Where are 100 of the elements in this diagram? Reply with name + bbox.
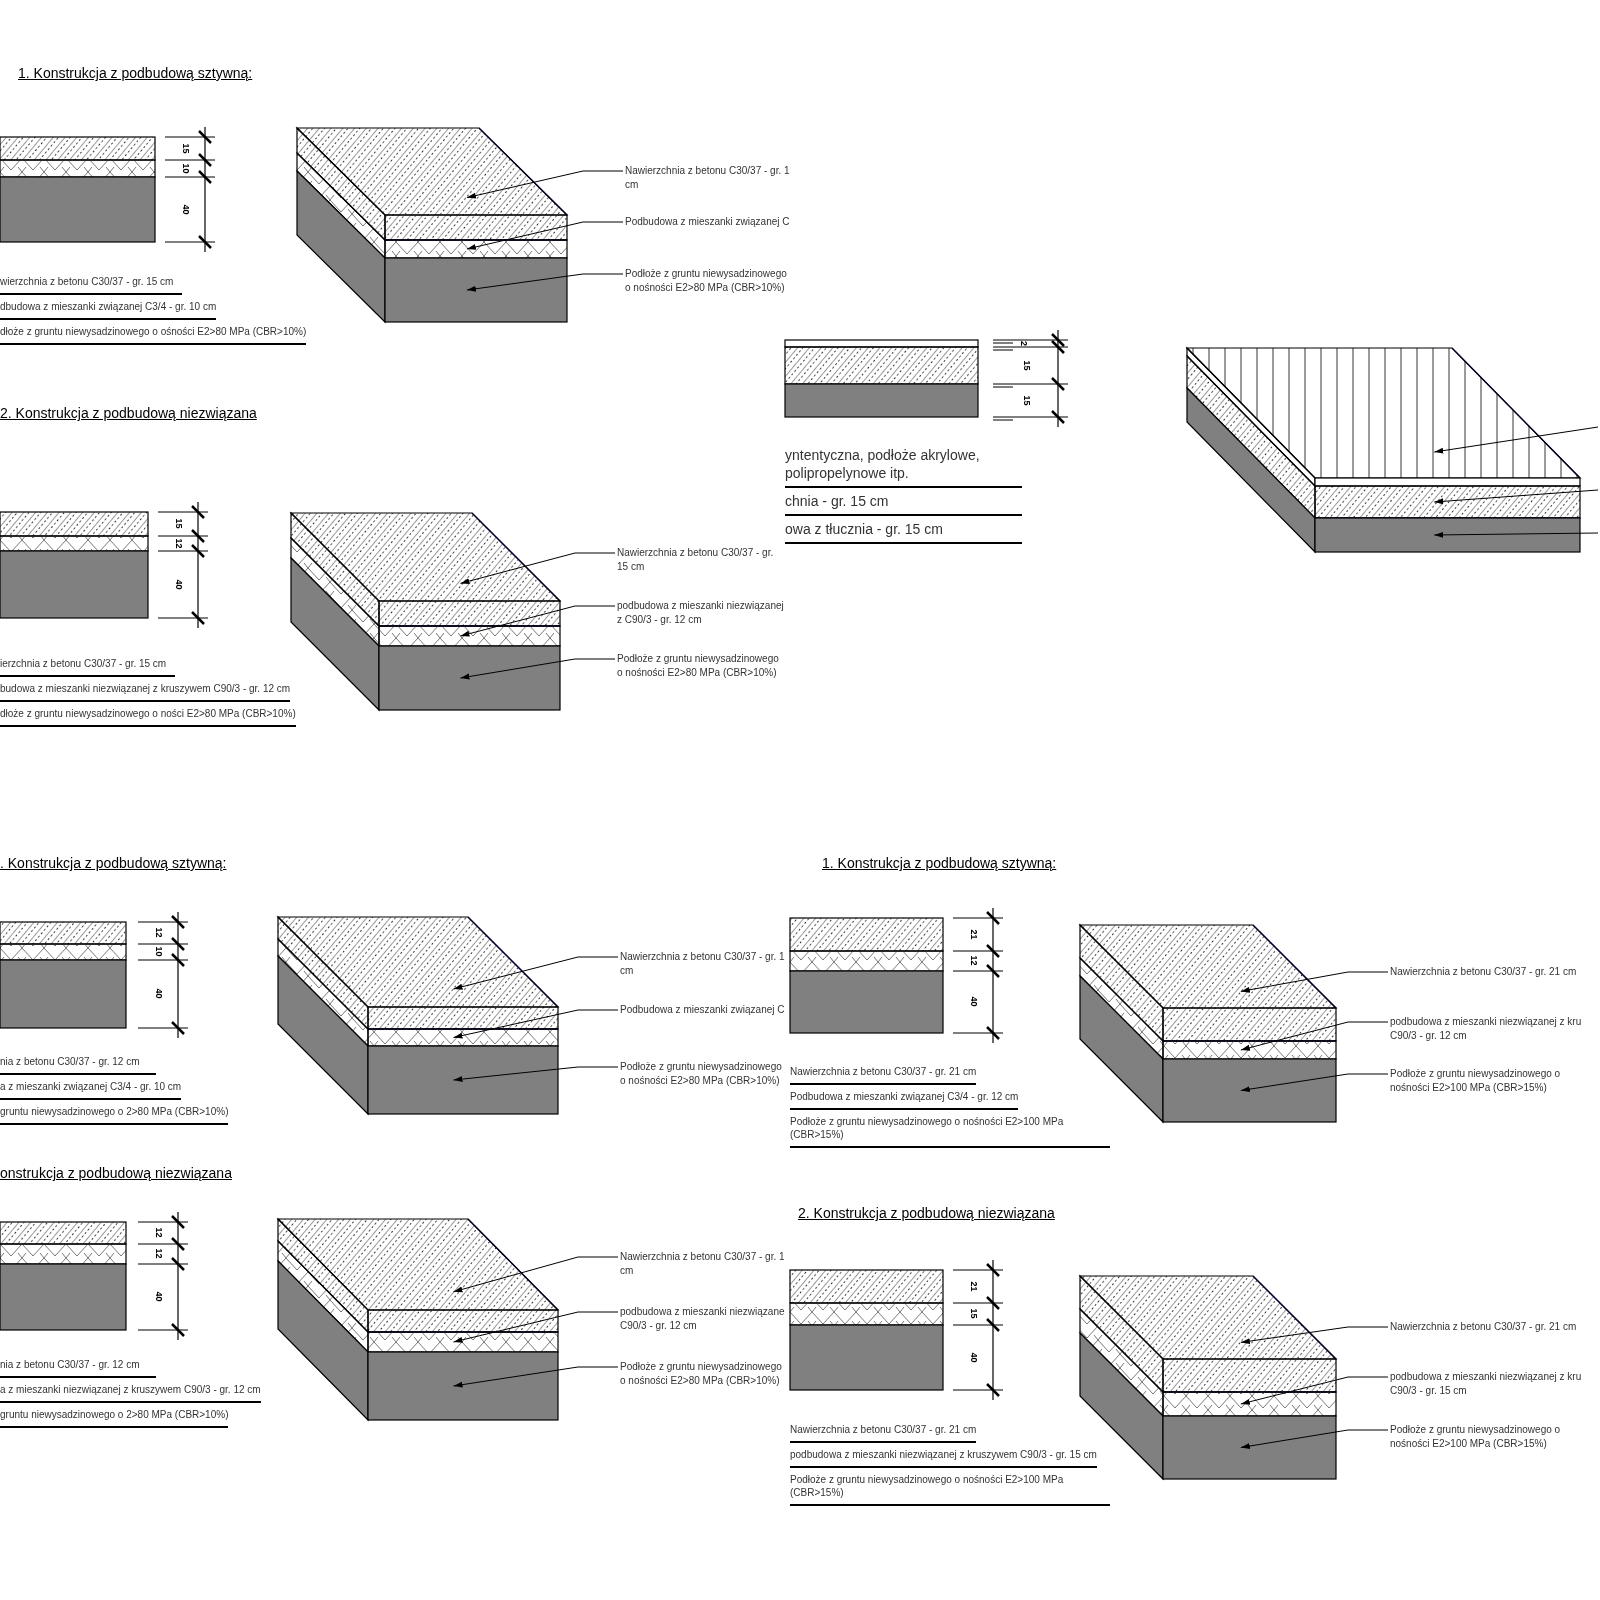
base-layer (1162, 1040, 1337, 1060)
concrete-surface-layer (1078, 924, 1338, 1042)
leader-line (1240, 1073, 1389, 1093)
layer-description: owa z tłucznia - gr. 15 cm (785, 516, 1022, 544)
layer-description: chnia - gr. 15 cm (785, 488, 1022, 516)
leader-line (1240, 1021, 1389, 1051)
layer-description: yntentyczna, podłoże akrylowe, polipropelynowe itp. (785, 442, 1022, 488)
leader-line (1240, 1326, 1389, 1345)
layer-description: dłoże z gruntu niewysadzinowego o ośności E2>80 MPa (CBR>10%) (0, 320, 307, 345)
layer-description: dłoże z gruntu niewysadzinowego o ności E2>80 MPa (CBR>10%) (0, 702, 296, 727)
layer-description: nia z betonu C30/37 - gr. 12 cm (0, 1050, 156, 1075)
layer-description: ierzchnia z betonu C30/37 - gr. 15 cm (0, 652, 175, 677)
layer-description: a z mieszanki związanej C3/4 - gr. 10 cm (0, 1075, 182, 1100)
leader-line (1240, 1429, 1389, 1449)
layer-description: Podbudowa z mieszanki związanej C3/4 - gr. 12 cm (790, 1085, 1019, 1110)
section-heading: 2. Konstrukcja z podbudową niezwiązana (798, 1204, 1055, 1223)
dimension-value: 10 (180, 163, 190, 173)
leader-line (1240, 971, 1389, 993)
callout-label: Nawierzchnia z betonu C30/37 - gr. 21 cm (1390, 965, 1595, 979)
dimension-value: 40 (968, 1352, 978, 1362)
base-layer (1162, 1391, 1337, 1417)
layer-description: wierzchnia z betonu C30/37 - gr. 15 cm (0, 270, 182, 295)
callout-label: Podłoże z gruntu niewysadzinowego o nośności E2>100 MPa (CBR>15%) (1390, 1067, 1595, 1095)
dimension-value: 40 (153, 1291, 163, 1302)
leader-line (453, 1256, 619, 1293)
layer-description: dbudowa z mieszanki związanej C3/4 - gr. 10 cm (0, 295, 217, 320)
concrete-surface-layer (289, 512, 562, 627)
section-heading: onstrukcja z podbudową niezwiązana (0, 1164, 232, 1183)
dimension-value: 12 (153, 1227, 163, 1238)
base-layer (378, 625, 561, 647)
callout-label: Podbudowa z mieszanki związanej C (620, 1003, 785, 1017)
concrete-surface-layer (1078, 1275, 1338, 1393)
concrete-layer (1314, 485, 1581, 519)
leader-line (459, 552, 616, 584)
leader-line (1433, 489, 1599, 505)
concrete-surface-layer (295, 127, 569, 241)
dimension-value: 10 (153, 946, 163, 957)
subgrade-layer (367, 1351, 559, 1421)
dimension-value: 40 (180, 204, 190, 214)
concrete-surface-layer (276, 916, 560, 1030)
crushed-stone-layer (1314, 517, 1581, 553)
dimension-value: 40 (153, 988, 163, 999)
subgrade-layer (378, 645, 561, 711)
layer-description: a z mieszanki niezwiązanej z kruszywem C90/3 - gr. 12 cm (0, 1378, 261, 1403)
subgrade-layer (1162, 1058, 1337, 1123)
section-heading: . Konstrukcja z podbudową sztywną: (0, 854, 227, 873)
layer-description: Podłoże z gruntu niewysadzinowego o nośności E2>100 MPa (CBR>15%) (790, 1110, 1110, 1148)
leader-line (466, 273, 624, 292)
layer-description: podbudowa z mieszanki niezwiązanej z kruszywem C90/3 - gr. 15 cm (790, 1443, 1097, 1468)
callout-label: Podłoże z gruntu niewysadzinowego o nośności E2>80 MPa (CBR>10%) (620, 1060, 785, 1088)
leader-line (453, 1066, 619, 1083)
layer-description: gruntu niewysadzinowego o 2>80 MPa (CBR>10%) (0, 1403, 229, 1428)
callout-label: Nawierzchnia z betonu C30/37 - gr. 15 cm (617, 546, 787, 574)
leader-line (466, 221, 624, 250)
callout-label: podbudowa z mieszanki niezwiązanej z kru C90/3 - gr. 15 cm (1390, 1370, 1595, 1398)
base-layer (384, 239, 568, 259)
dimension-value: 15 (173, 518, 183, 529)
leader-line (459, 658, 616, 680)
subgrade-layer (1162, 1415, 1337, 1480)
dimension-value: 12 (153, 927, 163, 938)
callout-label: podbudowa z mieszanki niezwiązanej z kru C90/3 - gr. 12 cm (1390, 1015, 1595, 1043)
layer-description: nia z betonu C30/37 - gr. 12 cm (0, 1353, 156, 1378)
subgrade-layer (367, 1045, 559, 1115)
callout-label: Nawierzchnia z betonu C30/37 - gr. 21 cm (1390, 1320, 1595, 1334)
leader-line (453, 956, 619, 990)
leader-line (1433, 531, 1599, 538)
callout-label: Podłoże z gruntu niewysadzinowego o nośności E2>80 MPa (CBR>10%) (625, 267, 790, 295)
dimension-value: 15 (968, 1308, 978, 1319)
dimension-value: 2 (1018, 340, 1028, 346)
dimension-value: 21 (968, 1281, 978, 1291)
section-heading: 1. Konstrukcja z podbudową sztywną: (18, 64, 253, 83)
callout-label: Nawierzchnia z betonu C30/37 - gr. 1 cm (625, 164, 790, 192)
callout-label: Podbudowa z mieszanki związanej C (625, 215, 790, 229)
callout-label: Podłoże z gruntu niewysadzinowego o nośności E2>80 MPa (CBR>10%) (617, 652, 787, 680)
dimension-value: 40 (173, 579, 183, 589)
leader-line (466, 170, 624, 199)
leader-line (453, 1009, 619, 1039)
base-layer (367, 1331, 559, 1353)
dimension-value: 12 (153, 1248, 163, 1259)
dimension-value: 12 (173, 538, 183, 548)
dimension-value: 40 (968, 996, 978, 1007)
leader-line (1240, 1376, 1389, 1405)
dimension-value: 21 (968, 929, 978, 939)
layer-description: budowa z mieszanki niezwiązanej z kruszywem C90/3 - gr. 12 cm (0, 677, 291, 702)
callout-label: podbudowa z mieszanki niezwiązanej z C90/3 - gr. 12 cm (617, 599, 787, 627)
leader-line (453, 1311, 619, 1343)
callout-label: podbudowa z mieszanki niezwiązane C90/3 - gr. 12 cm (620, 1305, 785, 1333)
leader-line (459, 605, 616, 637)
dimension-value: 15 (1021, 360, 1030, 370)
callout-label: Nawierzchnia z betonu C30/37 - gr. 1 cm (620, 1250, 785, 1278)
dimension-value: 15 (1021, 395, 1030, 405)
leader-line (453, 1366, 619, 1388)
callout-label: Podłoże z gruntu niewysadzinowego o nośności E2>80 MPa (CBR>10%) (620, 1360, 785, 1388)
layer-description: gruntu niewysadzinowego o 2>80 MPa (CBR>10%) (0, 1100, 229, 1125)
layer-description: Podłoże z gruntu niewysadzinowego o nośności E2>100 MPa (CBR>15%) (790, 1468, 1110, 1506)
leader-line (1433, 426, 1599, 454)
dimension-value: 12 (968, 955, 978, 966)
callout-label: Podłoże z gruntu niewysadzinowego o nośności E2>100 MPa (CBR>15%) (1390, 1423, 1595, 1451)
callout-label: Nawierzchnia z betonu C30/37 - gr. 1 cm (620, 950, 785, 978)
dimension-value: 15 (180, 143, 190, 153)
